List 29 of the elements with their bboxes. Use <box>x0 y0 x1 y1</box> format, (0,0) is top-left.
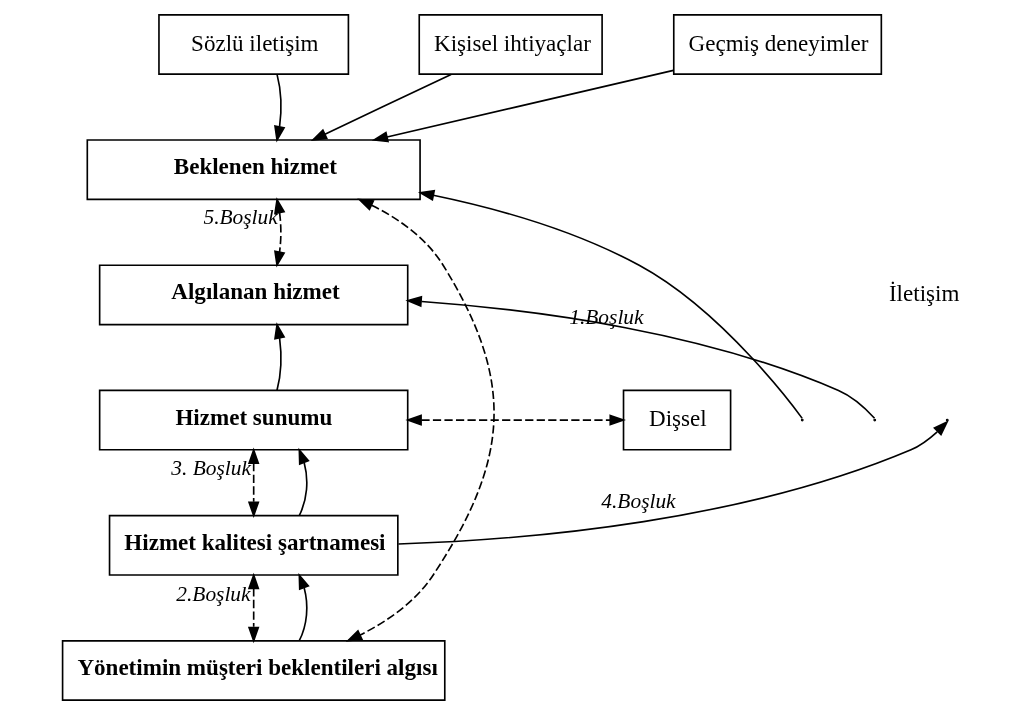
edge-label: 1.Boşluk <box>568 305 644 330</box>
node-box: Yönetimin müşteri beklentileri algısı <box>61 640 446 701</box>
edge-label: 2.Boşluk <box>175 581 251 606</box>
label: İletişim <box>888 280 959 306</box>
arrow <box>297 572 310 642</box>
arrow <box>273 73 285 143</box>
node-box: Sözlü iletişim <box>157 14 349 75</box>
arrow <box>247 447 259 519</box>
edge-label: 5.Boşluk <box>202 205 278 230</box>
arrow <box>371 69 674 143</box>
arrow <box>273 322 285 392</box>
node-box: Algılanan hizmet <box>98 264 409 326</box>
arrow <box>247 572 259 644</box>
arrow <box>404 414 626 426</box>
arrow <box>404 295 875 420</box>
edge-label: 4.Boşluk <box>600 489 676 514</box>
arrow <box>297 447 310 517</box>
edge-label: 3. Boşluk <box>170 456 251 481</box>
node-box: Dişsel <box>622 389 731 451</box>
arrow <box>310 73 452 141</box>
arrow <box>273 197 285 268</box>
node-box: Hizmet kalitesi şartnamesi <box>108 514 399 576</box>
arrow <box>345 198 495 642</box>
node-box: Hizmet sunumu <box>98 389 409 451</box>
arrow <box>397 420 949 545</box>
arrow <box>417 189 803 420</box>
node-box: Beklenen hizmet <box>85 139 421 201</box>
node-box: Geçmiş deneyimler <box>672 14 882 75</box>
node-box: Kişisel ihtiyaçlar <box>417 14 603 75</box>
